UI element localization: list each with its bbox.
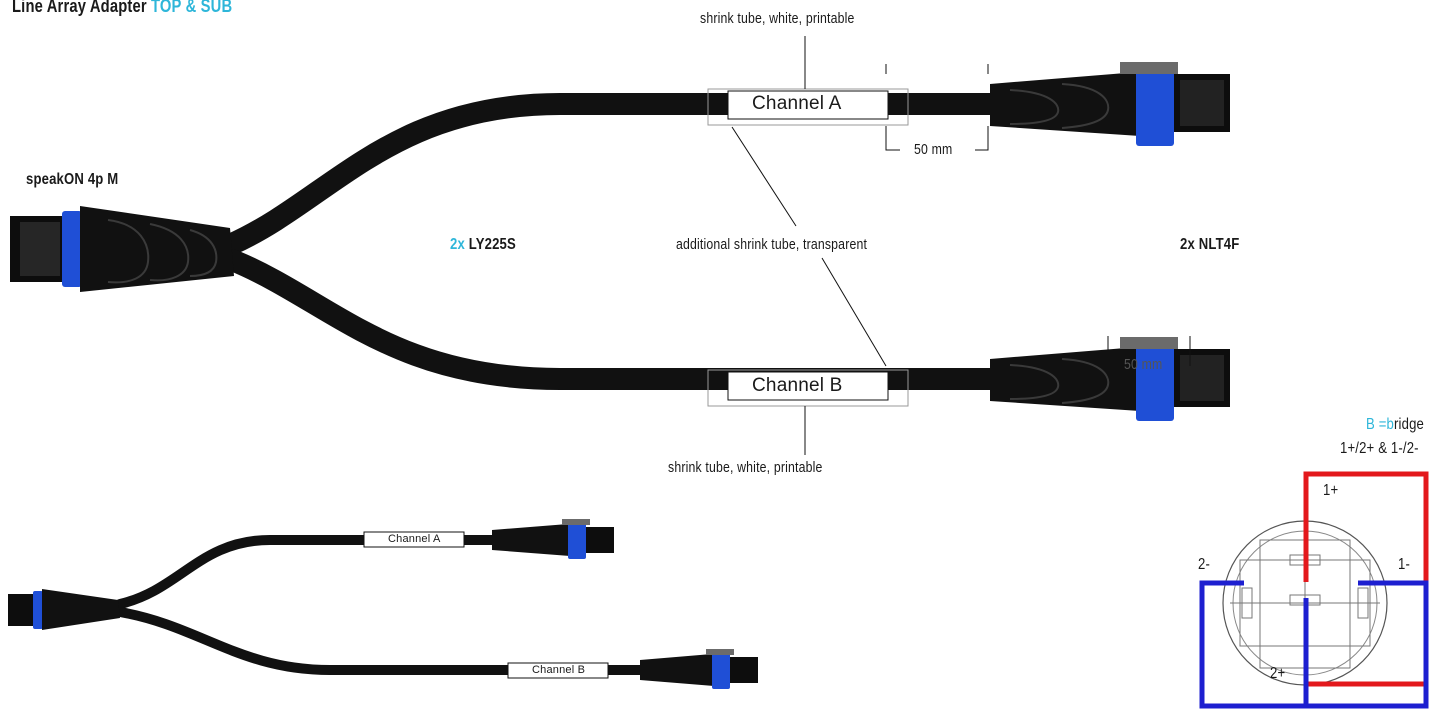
channel-a-small-label: Channel A <box>388 533 441 545</box>
pin-1plus-label: 1+ <box>1323 482 1339 499</box>
bridge-legend-b2: b <box>1386 416 1395 433</box>
overview-tube-a <box>363 531 465 548</box>
main-y-cable <box>221 93 1011 390</box>
nlt4f-connector-bottom <box>990 337 1230 421</box>
overview-connector-b <box>640 649 758 689</box>
leader-lines <box>731 36 1191 455</box>
shrink-tube-bottom-label: shrink tube, white, printable <box>668 459 823 476</box>
title-main: Line Array Adapter <box>12 0 147 16</box>
dimension-top-label: 50 mm <box>914 141 953 158</box>
cable-label: 2x LY225S <box>450 236 516 254</box>
pin-2minus-label: 2- <box>1198 556 1211 573</box>
pin-1minus-label: 1- <box>1398 556 1411 573</box>
shrink-tube-top-label: shrink tube, white, printable <box>700 10 855 27</box>
input-connector-label: speakON 4p M <box>26 171 119 188</box>
speakon-male-connector <box>10 206 234 292</box>
shrink-tube-bottom <box>707 369 909 407</box>
bridge-legend: B =bridge <box>1366 416 1424 434</box>
nlt4f-connector-top <box>990 62 1230 146</box>
pinout-diagram <box>1199 471 1429 709</box>
bridge-legend-rest: ridge <box>1394 416 1425 433</box>
shrink-tube-top <box>707 88 909 126</box>
overview-speakon-connector <box>8 589 120 630</box>
page-title: Line Array Adapter TOP & SUB <box>12 0 232 17</box>
output-connectors-label: 2x NLT4F <box>1180 236 1240 253</box>
channel-b-small-label: Channel B <box>532 664 586 676</box>
overview-connector-a <box>492 519 614 559</box>
bridge-legend-line2: 1+/2+ & 1-/2- <box>1340 440 1419 457</box>
additional-tube-label: additional shrink tube, transparent <box>676 236 868 253</box>
overview-tube-b <box>507 662 609 679</box>
channel-b-label: Channel B <box>752 375 843 396</box>
cable-count: 2x <box>450 236 465 253</box>
overview-cable <box>115 535 655 675</box>
dimension-bottom-label: 50 mm <box>1124 356 1163 373</box>
cable-type: LY225S <box>468 236 516 253</box>
title-variant: TOP & SUB <box>151 0 233 16</box>
pin-2plus-label: 2+ <box>1270 665 1286 682</box>
bridge-legend-b: B = <box>1366 416 1387 433</box>
channel-a-label: Channel A <box>752 93 842 114</box>
